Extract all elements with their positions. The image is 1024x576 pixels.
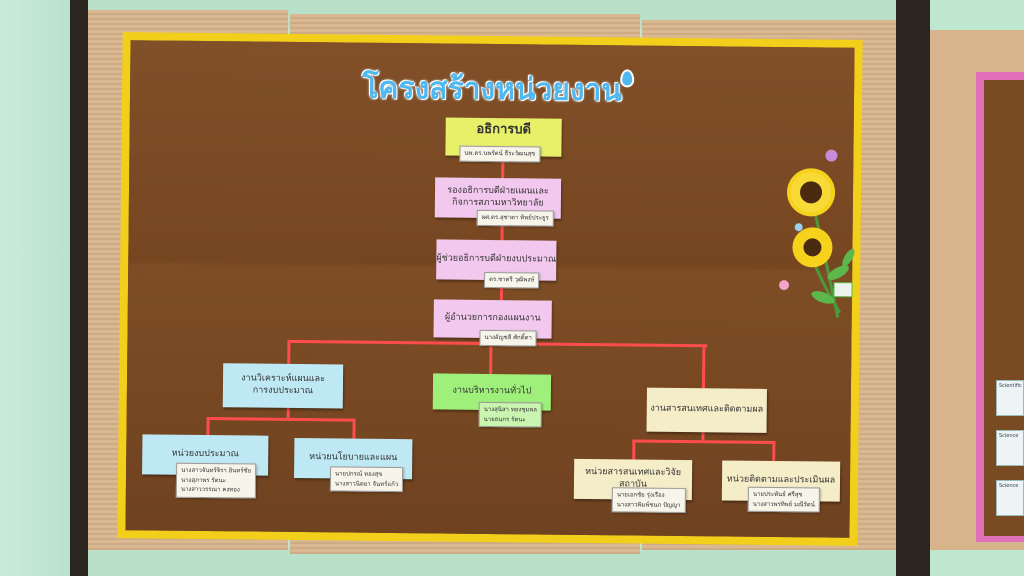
connector-line [632, 439, 775, 444]
frame-post-left [70, 0, 88, 576]
name-card: ผศ.ดร.สุชาดา ทิพย์ประยูร [476, 209, 554, 227]
node-label: หน่วยนโยบายและแผน [309, 452, 398, 464]
connector-line [287, 339, 291, 364]
node-label: งานบริหารงานทั่วไป [452, 385, 532, 397]
connector-line [772, 440, 776, 461]
connector-line [489, 343, 493, 375]
connector-line [352, 418, 356, 441]
right-board-inner [984, 80, 1024, 536]
node-label: งานสารสนเทศและติดตามผล [650, 403, 764, 416]
board-background: โครงสร้างหน่วยงาน อธิการบดี นพ.ดร.นพรัตน… [125, 40, 855, 538]
node-label: รองอธิการบดีฝ่ายแผนและกิจการสภามหาวิทยาล… [447, 185, 549, 209]
node-label: หน่วยติดตามและประเมินผล [726, 474, 836, 486]
name-card: นายประพันธ์ ศรีสุข นางสาวพรทิพย์ มณีรัตน… [747, 486, 821, 513]
node-label: อธิการบดี [476, 121, 532, 138]
node-label: ผู้ช่วยอธิการบดีฝ่ายงบประมาณ [436, 253, 557, 265]
staff-name: นางสาวพรทิพย์ มณีรัตน์ [752, 500, 815, 509]
name-card: นายเอกชัย รุ่งเรือง นางสาวพิมพ์ชนก ปัญญา [611, 487, 686, 514]
name-card: นางอัญชลี ศักดิ์ดา [479, 329, 537, 347]
board-title: โครงสร้างหน่วยงาน [362, 70, 623, 109]
staff-name: นายเอกชัย รุ่งเรือง [616, 491, 665, 499]
connector-line [632, 439, 636, 460]
staff-name: นายประพันธ์ ศรีสุข [752, 490, 803, 499]
sunflower-icon [779, 149, 855, 318]
name-card: นางสาวจันทร์จิรา อินทร์ชัย นางสุภาพร รัต… [175, 462, 257, 499]
node-label: งานวิเคราะห์แผนและการงบประมาณ [241, 373, 325, 397]
name-card: นางสุนิสา ทองชุมพล นายธนกร รัตนะ [478, 401, 543, 428]
staff-name: นายปกรณ์ ทองสุข [335, 470, 383, 478]
node-label: ผู้อำนวยการกองแผนงาน [444, 312, 541, 324]
name-card: นายปกรณ์ ทองสุข นางสาวนิตยา จันทร์แก้ว [329, 466, 404, 493]
org-chart-board: โครงสร้างหน่วยงาน อธิการบดี นพ.ดร.นพรัตน… [117, 32, 863, 546]
name-card: นพ.ดร.นพรัตน์ ธีระวัฒนสุข [459, 145, 541, 163]
water-drop-icon [620, 69, 635, 88]
connector-line [206, 417, 355, 422]
right-card: Scientific [996, 380, 1024, 416]
name-card: ดร.ชาตรี วุฒิพงษ์ [484, 271, 540, 289]
node-label: หน่วยงบประมาณ [171, 448, 239, 460]
staff-name: นางสุนิสา ทองชุมพล [483, 405, 538, 414]
org-node-information-section: งานสารสนเทศและติดตามผล [646, 387, 767, 433]
org-node-analysis-section: งานวิเคราะห์แผนและการงบประมาณ [222, 363, 344, 409]
frame-post-right [896, 0, 930, 576]
staff-name: นางสาวจันทร์จิรา อินทร์ชัย [181, 466, 252, 475]
staff-name: นางสาวพิมพ์ชนก ปัญญา [616, 500, 681, 509]
right-card: Science [996, 480, 1024, 516]
right-card: Science [996, 430, 1024, 466]
connector-line [701, 346, 706, 389]
staff-name: นางสาววรรณา คงทอง [180, 485, 240, 494]
staff-name: นายธนกร รัตนะ [483, 415, 526, 423]
staff-name: นางสาวนิตยา จันทร์แก้ว [334, 479, 399, 488]
